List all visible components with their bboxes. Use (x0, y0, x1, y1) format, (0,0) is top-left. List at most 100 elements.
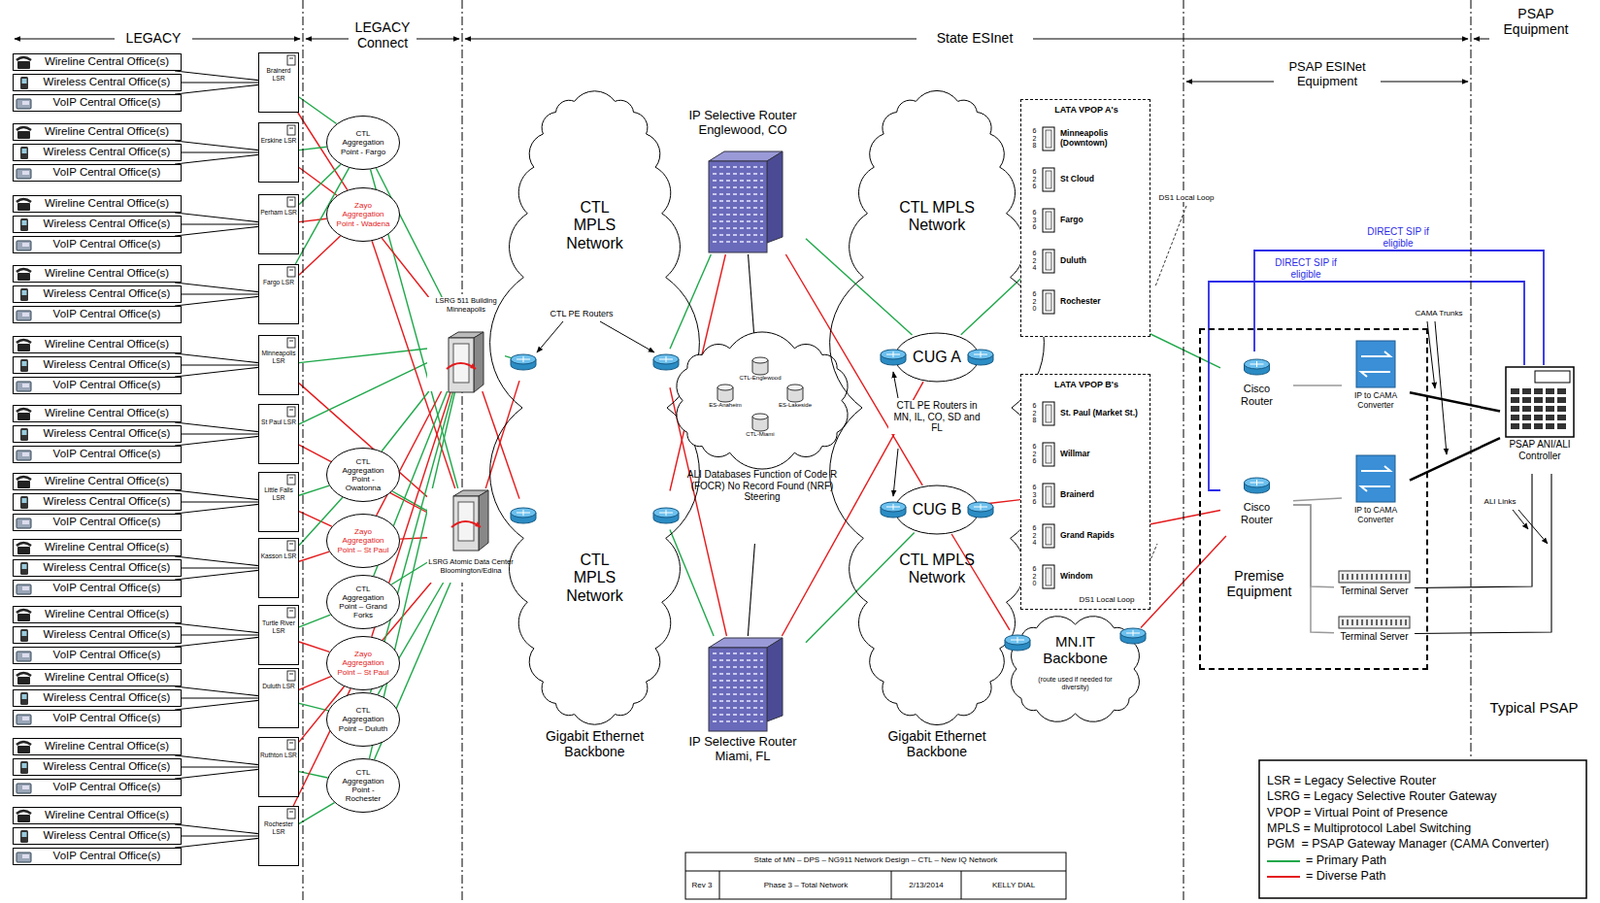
voip-phone-icon (16, 99, 32, 109)
building-window-row (712, 200, 764, 202)
node-shape (1341, 336, 1410, 434)
legend-text: VPOP = Virtual Point of Presence (1266, 805, 1448, 821)
vpop-icon (1042, 483, 1055, 507)
terminal-port (1380, 619, 1383, 626)
leader-line (536, 321, 564, 353)
network-cloud: CTL MPLS NetworkCTL MPLS NetworkGigabit … (519, 97, 670, 777)
connector (299, 97, 337, 125)
database-icon (787, 384, 803, 391)
router-icon (886, 503, 900, 510)
node-text: VoIP Central Office(s) (53, 780, 162, 794)
node-text: Wireline Central Office(s) (44, 607, 169, 621)
router-icon (510, 507, 536, 518)
node-text: VoIP Central Office(s) (53, 307, 162, 321)
selective-router-box: Rochester LSR (258, 805, 300, 867)
node-shape (259, 53, 300, 114)
switch-icon (289, 742, 294, 744)
node-text: Wireless Central Office(s) (43, 495, 171, 508)
node-text: Wireless Central Office(s) (43, 628, 171, 641)
aggregation-ellipse: Zayo Aggregation Point – St Paul (326, 513, 400, 568)
controller-card (1510, 405, 1520, 412)
text-label: 2/13/2014 (893, 880, 960, 890)
cellphone-icon (20, 76, 29, 90)
building-icon (766, 637, 783, 722)
building-window-row (712, 700, 764, 702)
node-text: VoIP Central Office(s) (53, 648, 162, 662)
node-shape (259, 123, 300, 184)
node-text: CTL Aggregation Point – Grand Forks (334, 584, 392, 621)
controller-card (1533, 405, 1543, 412)
voip-phone-icon (22, 854, 30, 859)
node-shape (259, 195, 300, 256)
node-text: Brainerd (1060, 477, 1142, 513)
switch-icon (287, 125, 296, 135)
aggregation-ellipse: Zayo Aggregation Point - Wadena (326, 187, 400, 242)
router-icon (1004, 634, 1031, 645)
terminal-port (1400, 619, 1402, 626)
node-text: 636 (1031, 483, 1038, 506)
aggregation-ellipse: Zayo Aggregation Point – St Paul (326, 635, 400, 691)
selective-router-box: Little Falls LSR (258, 471, 300, 533)
node-outline (327, 514, 400, 568)
building-window-row (712, 686, 764, 689)
connector (174, 686, 259, 697)
central-office-box: Wireless Central Office(s) (12, 559, 182, 577)
node-text: Premise Equipment (1210, 567, 1308, 600)
switch-icon (289, 340, 294, 342)
text-label: ES-Lakeside (766, 401, 825, 409)
node-text: Brainerd LSR (260, 66, 298, 82)
building-window-row (712, 706, 764, 709)
node-text: Wireless Central Office(s) (43, 145, 171, 159)
central-office-box: Wireless Central Office(s) (12, 425, 182, 443)
router-icon (516, 356, 531, 363)
switch-icon (289, 128, 294, 130)
terminal-server: Terminal Server (1333, 567, 1415, 609)
node-text: VoIP Central Office(s) (53, 711, 162, 725)
cellphone-icon (20, 288, 29, 301)
node-text: Fargo (1060, 202, 1142, 238)
switch-icon (287, 607, 296, 618)
connector (299, 676, 332, 691)
node-text: CTL Aggregation Point - Rochester (334, 767, 392, 804)
text-label: State of MN – DPS – NG911 Network Design… (687, 855, 1065, 865)
aggregation-ellipse: CTL Aggregation Point - Owatonna (326, 447, 400, 502)
gateway-server: LSRG Atomic Data Center Bloomington/Edin… (427, 488, 515, 583)
cellphone-icon (22, 564, 28, 569)
building-window-row (712, 186, 764, 189)
cellphone-icon (20, 218, 29, 232)
node-text: Terminal Server (1333, 585, 1415, 598)
voip-phone-icon (22, 242, 30, 247)
phone-icon (16, 408, 32, 412)
vpop-icon (1045, 170, 1052, 189)
node-text: Perham LSR (260, 208, 298, 217)
controller-card (1510, 397, 1520, 403)
node-text: LATA VPOP A's (1021, 104, 1152, 115)
switch-icon (287, 739, 296, 750)
legend-text: MPLS = Multiprotocol Label Switching (1266, 821, 1471, 836)
node-shape (1029, 243, 1144, 281)
node-outline (327, 575, 400, 630)
text-label: Typical PSAP (1480, 699, 1588, 716)
vpop-item: 626St Cloud (1029, 162, 1144, 200)
node-text: Wireline Central Office(s) (44, 406, 169, 420)
terminal-port (1375, 619, 1378, 626)
phone-icon (16, 199, 32, 202)
zone-divider (462, 0, 464, 903)
node-text: St Paul LSR (261, 418, 297, 427)
cellphone-icon (20, 692, 29, 705)
connector (174, 212, 259, 223)
connector (181, 633, 259, 635)
connector (299, 511, 333, 528)
aggregation-ellipse: CTL Aggregation Point – Grand Forks (326, 574, 400, 630)
building-window-row (712, 179, 764, 182)
connector (181, 433, 259, 434)
node-shape (259, 538, 300, 600)
cellphone-icon (20, 562, 29, 575)
node-text: Fargo LSR (263, 278, 295, 287)
controller-card (1522, 405, 1532, 412)
switch-icon (287, 337, 296, 348)
central-office-box: Wireline Central Office(s) (12, 737, 182, 756)
switch-icon (287, 670, 296, 681)
router-icon (1244, 359, 1270, 369)
connector (181, 81, 259, 83)
